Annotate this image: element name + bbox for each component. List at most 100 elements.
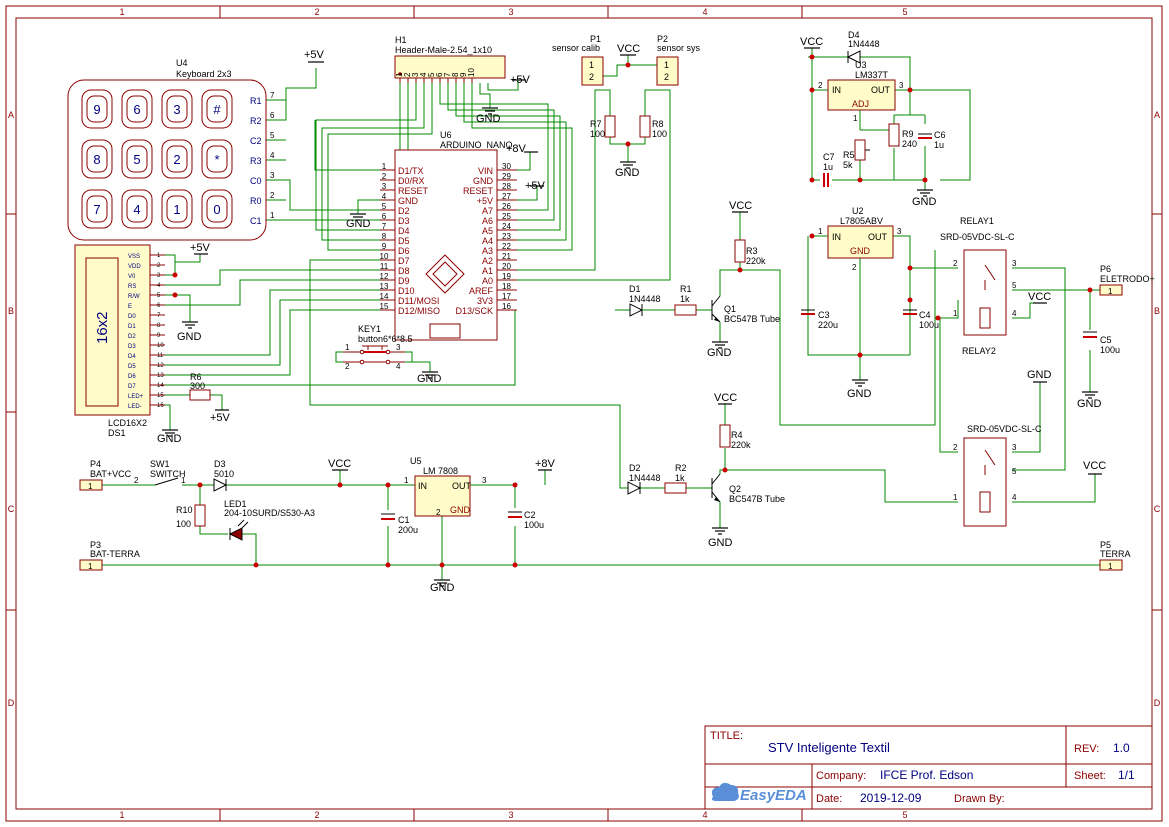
pin-num: 10	[157, 343, 164, 349]
sensor-connectors: P1 sensor calib P2 sensor sys 1 2 1 2 R7…	[552, 34, 701, 139]
pin-num: 2	[589, 72, 594, 82]
keyboard-pin-label: C1	[250, 216, 262, 226]
arduino-pin-label: +5V	[477, 196, 493, 206]
u3-in: IN	[832, 85, 841, 95]
keypad-key[interactable]: 5	[121, 139, 153, 179]
arduino-pin-label: A3	[482, 246, 493, 256]
keypad-key[interactable]: 1	[161, 189, 193, 229]
pin-num: 2	[953, 443, 958, 452]
sheet-frame	[5, 5, 1163, 822]
label-gnd: GND	[847, 388, 872, 400]
pin-num: 15	[157, 393, 164, 399]
keyboard-pin-label: R1	[250, 96, 262, 106]
key1-ref: KEY1	[358, 324, 381, 334]
pin-num: 10	[380, 252, 389, 261]
key1-button[interactable]: KEY1 button6*6*8.5 1 2 3 4	[343, 324, 413, 371]
company-label: Company:	[816, 770, 866, 782]
p5-name: TERRA	[1100, 549, 1131, 559]
pin-num: 11	[380, 262, 389, 271]
label-gnd: GND	[615, 167, 640, 179]
label-gnd: GND	[417, 373, 442, 385]
d2-val: 1N4448	[629, 473, 661, 483]
keypad-key[interactable]: 8	[81, 139, 113, 179]
label-vcc: VCC	[800, 36, 823, 48]
pin-num: 7	[157, 313, 161, 319]
label-8v: +8V	[535, 458, 556, 470]
row-label: D	[8, 698, 15, 708]
lcd-text: 16x2	[94, 311, 111, 344]
u3-adj: ADJ	[852, 99, 869, 109]
key1-pin: 1	[345, 343, 350, 352]
pin-num: 29	[502, 172, 511, 181]
key-label: 7	[93, 202, 100, 217]
keypad-key[interactable]: 6	[121, 89, 153, 129]
row-label: C	[1154, 504, 1161, 514]
sw1-name: SWITCH	[150, 469, 186, 479]
date-value: 2019-12-09	[860, 791, 922, 805]
keypad-key[interactable]: *	[201, 139, 233, 179]
arduino-pin-label: A7	[482, 206, 493, 216]
p3-name: BAT-TERRA	[90, 549, 140, 559]
relay1-ref: RELAY1	[960, 216, 994, 226]
arduino-pin-label: VIN	[478, 166, 493, 176]
label-gnd: GND	[1027, 369, 1052, 381]
label-gnd: GND	[476, 113, 501, 125]
arduino-pin-label: D6	[398, 246, 410, 256]
u5-out: OUT	[452, 481, 472, 491]
rev-label: REV:	[1074, 743, 1099, 755]
lm337-regulator: D4 1N4448 U3 LM337T IN OUT ADJ 2 3 1 R9 …	[818, 30, 946, 187]
arduino-pin-label: AREF	[469, 286, 494, 296]
r9-val: 240	[902, 139, 917, 149]
pin-num: 1	[853, 114, 858, 123]
c5-val: 100u	[1100, 345, 1120, 355]
keypad-key[interactable]: 4	[121, 189, 153, 229]
pin-num: 1	[1108, 287, 1113, 296]
keypad-key[interactable]: 2	[161, 139, 193, 179]
pin-num: 8	[451, 72, 460, 77]
pin-num: 6	[382, 212, 387, 221]
rev-value: 1.0	[1113, 741, 1130, 755]
arduino-name: ARDUINO_NANO	[440, 140, 513, 150]
keypad-key[interactable]: 9	[81, 89, 113, 129]
c1-ref: C1	[398, 515, 410, 525]
pin-num: 1	[395, 72, 404, 77]
lcd-pin-label: D3	[128, 344, 136, 350]
r8-val: 100	[652, 129, 667, 139]
pin-num: 4	[157, 283, 161, 289]
keypad-key[interactable]: 3	[161, 89, 193, 129]
pin-num: 24	[502, 222, 511, 231]
col-label: 2	[314, 7, 319, 17]
col-label: 5	[902, 810, 907, 820]
pin-num: 9	[382, 242, 387, 251]
keypad-key[interactable]: 0	[201, 189, 233, 229]
pin-num: 5	[157, 293, 161, 299]
arduino-pin-label: D0/RX	[398, 176, 425, 186]
row-label: C	[8, 504, 15, 514]
drawn-label: Drawn By:	[954, 793, 1005, 805]
pin-num: 1	[382, 162, 387, 171]
key-label: 4	[133, 202, 140, 217]
col-label: 3	[508, 810, 513, 820]
lcd-pin-label: VDD	[128, 264, 141, 270]
sw1-ref: SW1	[150, 459, 170, 469]
pin-num: 2	[403, 72, 412, 77]
r6-ref: R6	[190, 372, 202, 382]
l7805-regulator: U2 L7805ABV IN OUT GND 1 3 2 C3 220u C4 …	[801, 206, 939, 330]
key-label: *	[214, 152, 219, 167]
r5-val: 5k	[843, 160, 853, 170]
easyeda-logo: EasyEDA	[711, 782, 807, 804]
keypad-key[interactable]: #	[201, 89, 233, 129]
row-label: D	[1154, 698, 1161, 708]
keypad-key[interactable]: 7	[81, 189, 113, 229]
pin-num: 9	[459, 72, 468, 77]
p6-ref: P6	[1100, 264, 1111, 274]
pin-num: 3	[382, 182, 387, 191]
d2-ref: D2	[629, 463, 641, 473]
pin-num: 18	[502, 282, 511, 291]
u3-out: OUT	[871, 85, 891, 95]
lcd-pin-label: RS	[128, 284, 136, 290]
col-label: 4	[702, 810, 707, 820]
